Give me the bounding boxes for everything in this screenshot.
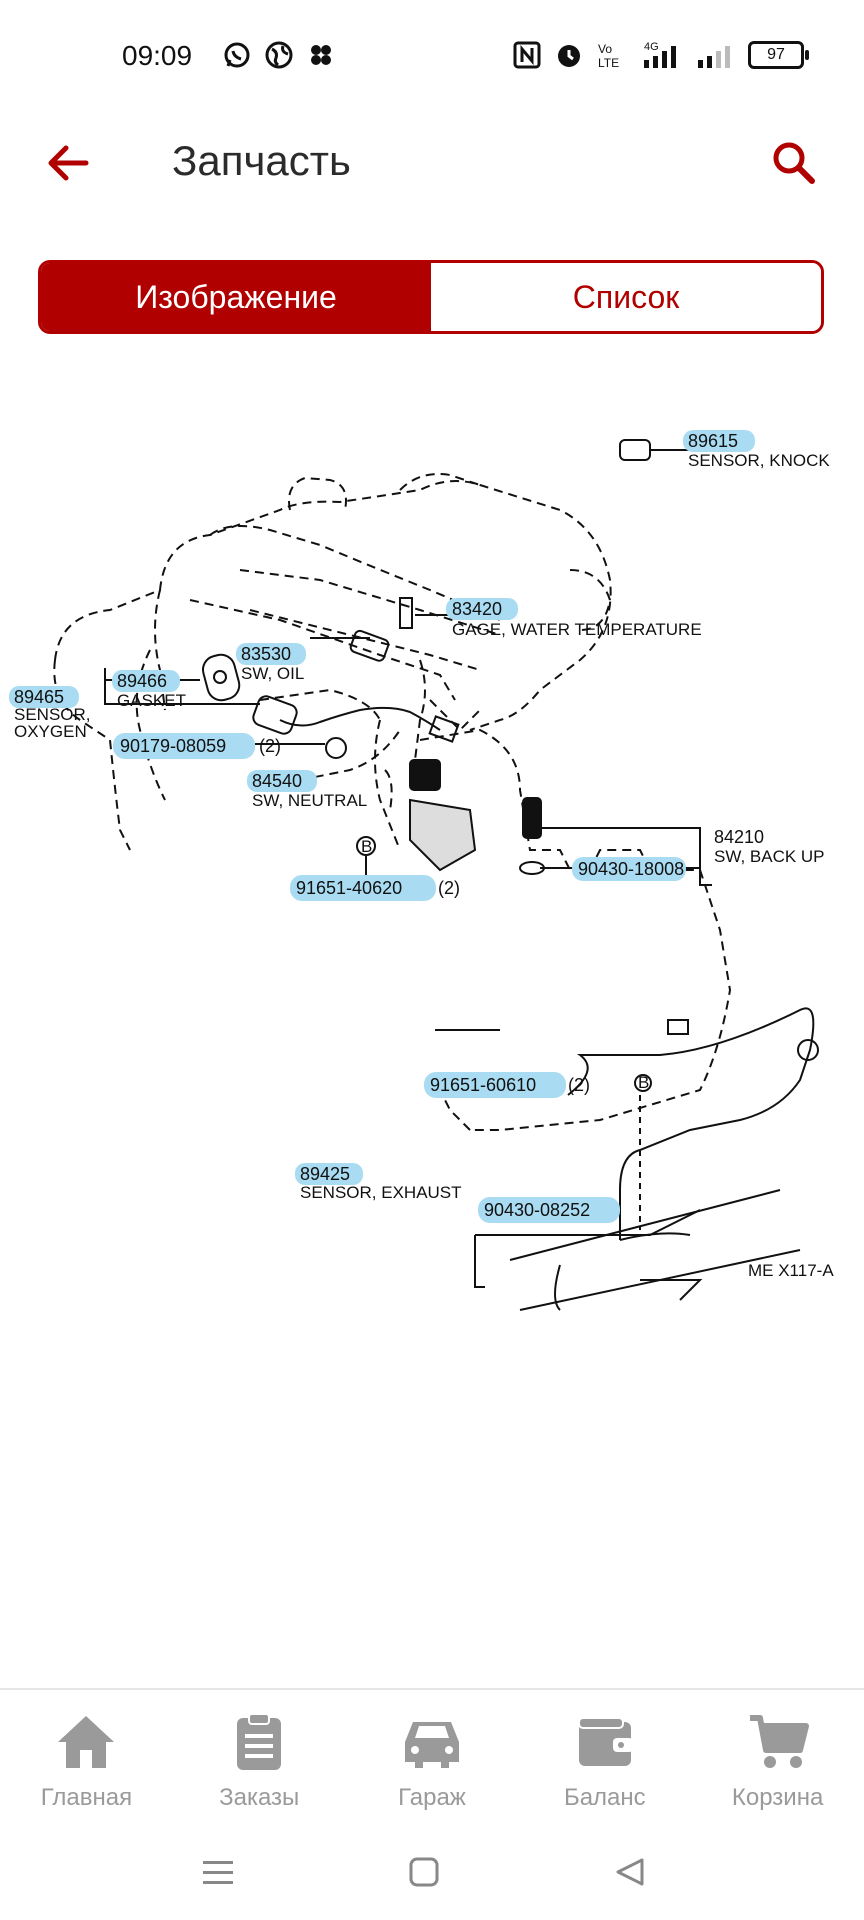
part-90430b[interactable]: 90430-08252 [484, 1200, 590, 1220]
globe-icon [265, 41, 293, 69]
part-83530[interactable]: 83530 [241, 644, 291, 664]
part-89465-name-line2: OXYGEN [14, 722, 87, 741]
nav-orders-label: Заказы [219, 1784, 300, 1811]
nav-garage[interactable]: Гараж [346, 1690, 519, 1830]
part-89466[interactable]: 89466 [117, 671, 167, 691]
tab-list[interactable]: Список [431, 263, 821, 331]
signal-icon [698, 46, 730, 68]
part-89615-name: SENSOR, KNOCK [688, 451, 830, 470]
nav-balance[interactable]: Баланс [518, 1690, 691, 1830]
part-84540[interactable]: 84540 [252, 771, 302, 791]
bolt-b-upper-label: B [361, 837, 372, 856]
svg-text:LTE: LTE [598, 56, 619, 70]
part-83420-name: GAGE, WATER TEMPERATURE [452, 620, 702, 639]
home-icon [58, 1716, 115, 1768]
parts-diagram: 89615 SENSOR, KNOCK 83420 GAGE, WATER TE… [0, 430, 864, 1580]
part-91651b-qty: (2) [568, 1075, 590, 1095]
app-bar: Запчасть [0, 115, 864, 215]
bolt-b-upper [356, 836, 376, 856]
nfc-icon [513, 41, 541, 69]
engine-outline [53, 473, 732, 1131]
alarm-icon [558, 45, 580, 67]
system-nav-bar [0, 1828, 864, 1920]
menu-icon [203, 1861, 233, 1884]
part-90179-highlight[interactable] [113, 733, 255, 759]
status-bar: 09:09 Vo LTE [0, 0, 864, 115]
orders-icon [237, 1713, 282, 1770]
leader-lines [104, 614, 815, 1311]
status-time: 09:09 [122, 40, 193, 71]
part-89465-name-line1: SENSOR, [14, 705, 91, 724]
volte-icon: Vo LTE [598, 42, 619, 70]
app-icon [311, 45, 331, 65]
bottom-nav: Главная Заказы Гараж Баланс [0, 1688, 864, 1830]
page-title: Запчасть [172, 137, 351, 184]
part-89425-name: SENSOR, EXHAUST [300, 1183, 462, 1202]
part-83420-highlight[interactable] [446, 598, 518, 620]
part-83420[interactable]: 83420 [452, 599, 502, 619]
nav-cart-label: Корзина [731, 1784, 824, 1811]
part-91651b[interactable]: 91651-60610 [430, 1075, 536, 1095]
part-91651b-highlight[interactable] [424, 1072, 566, 1098]
part-84210[interactable]: 84210 [714, 827, 764, 847]
exhaust-connector [667, 1019, 689, 1035]
part-91651a-highlight[interactable] [290, 875, 436, 901]
arrow-left-icon [48, 145, 89, 181]
system-home-button[interactable] [404, 1852, 444, 1892]
part-83530-highlight[interactable] [236, 643, 306, 665]
battery-icon: 97 [748, 41, 809, 69]
search-button[interactable] [764, 133, 824, 193]
part-89465-highlight[interactable] [9, 686, 79, 708]
back-button[interactable] [40, 135, 96, 191]
svg-text:Vo: Vo [598, 42, 612, 56]
nav-orders[interactable]: Заказы [173, 1690, 346, 1830]
nav-garage-label: Гараж [398, 1784, 466, 1811]
view-toggle: Изображение Список [38, 260, 824, 334]
parts-diagram-svg: 89615 SENSOR, KNOCK 83420 GAGE, WATER TE… [9, 430, 834, 1311]
part-90430b-highlight[interactable] [478, 1197, 620, 1223]
part-84540-name: SW, NEUTRAL [252, 791, 367, 810]
nav-home-label: Главная [40, 1784, 133, 1811]
sensors-drawing [349, 439, 690, 875]
part-89465[interactable]: 89465 [14, 687, 64, 707]
car-icon [404, 1722, 459, 1768]
part-90179-qty: (2) [259, 736, 281, 756]
part-89466-name: GASKET [117, 691, 186, 710]
status-icons-left [222, 40, 336, 70]
status-icons-right: Vo LTE 4G 97 [512, 40, 809, 70]
part-91651a-qty: (2) [438, 878, 460, 898]
part-89615[interactable]: 89615 [688, 431, 738, 451]
tab-image[interactable]: Изображение [41, 263, 431, 331]
part-90430a-highlight[interactable] [572, 857, 686, 881]
part-89425-highlight[interactable] [295, 1163, 363, 1185]
part-90430a[interactable]: 90430-18008 [578, 859, 684, 879]
bolt-b-lower-label: B [638, 1073, 649, 1092]
search-icon [773, 142, 815, 184]
part-89615-highlight[interactable] [683, 430, 755, 452]
part-89425[interactable]: 89425 [300, 1164, 350, 1184]
part-89466-highlight[interactable] [112, 670, 180, 692]
part-84540-highlight[interactable] [247, 770, 317, 792]
nav-home[interactable]: Главная [0, 1690, 173, 1830]
svg-text:4G: 4G [644, 41, 659, 53]
square-icon [409, 1857, 439, 1887]
part-84210-name: SW, BACK UP [714, 847, 825, 866]
whatsapp-icon [224, 42, 250, 68]
nav-cart[interactable]: Корзина [691, 1690, 864, 1830]
nav-balance-label: Баланс [563, 1784, 646, 1811]
part-83530-name: SW, OIL [241, 664, 304, 683]
diagram-reference: ME X117-A [748, 1261, 834, 1280]
system-menu-button[interactable] [198, 1852, 238, 1892]
exhaust-grommet [797, 1039, 819, 1061]
wallet-icon [577, 1717, 633, 1766]
part-91651a[interactable]: 91651-40620 [296, 878, 402, 898]
cart-icon [749, 1715, 809, 1768]
triangle-back-icon [616, 1858, 644, 1886]
bolt-b-lower-drawing [634, 1074, 652, 1092]
oxygen-sensor-drawing [201, 653, 460, 759]
4g-signal-icon: 4G [644, 41, 676, 68]
system-back-button[interactable] [610, 1852, 650, 1892]
part-90179[interactable]: 90179-08059 [120, 736, 226, 756]
